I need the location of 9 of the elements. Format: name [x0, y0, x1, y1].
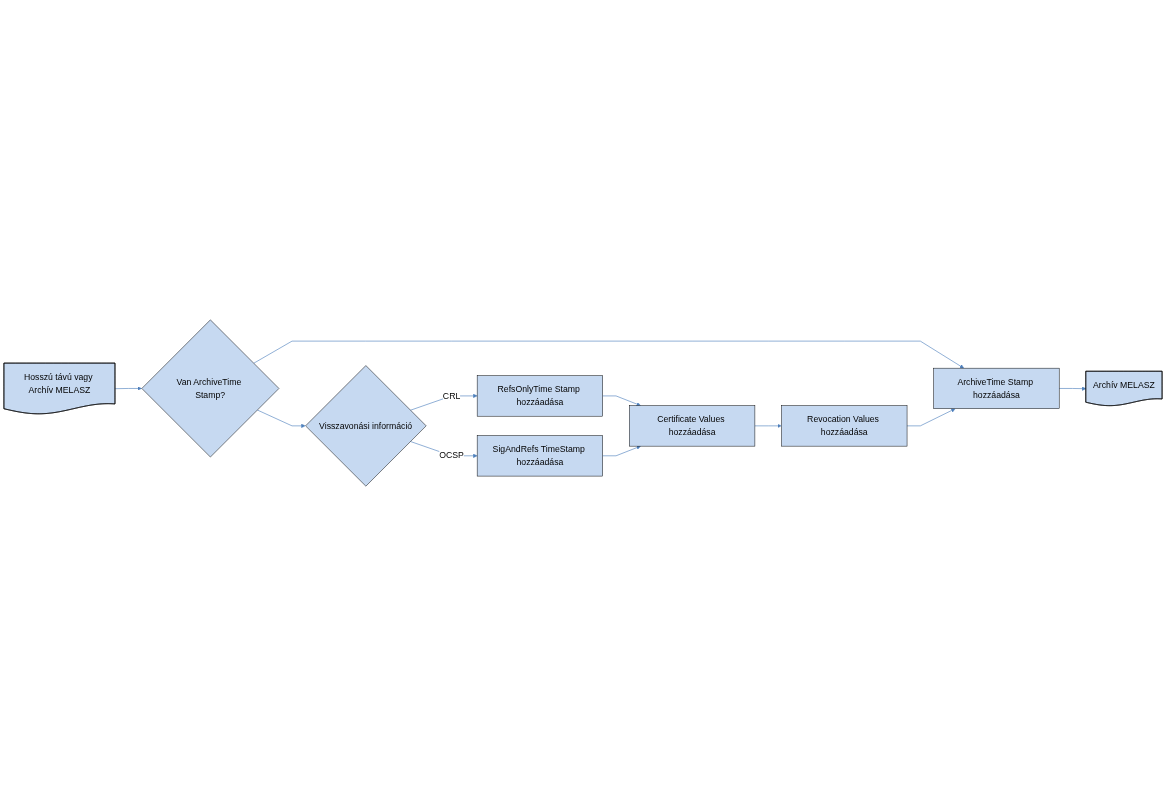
node-diamond: Van ArchiveTime Stamp? [141, 320, 280, 458]
node-box: Revocation Values hozzáadása [781, 405, 908, 447]
node-box: ArchiveTime Stamp hozzáadása [933, 368, 1060, 410]
node-box: RefsOnlyTime Stamp hozzáadása [476, 375, 603, 417]
edge-label: CRL [442, 391, 461, 401]
node-box: SigAndRefs TimeStamp hozzáadása [476, 435, 603, 477]
edge-label: OCSP [439, 451, 464, 461]
node-diamond: Visszavonási információ [305, 365, 427, 487]
node-box: Certificate Values hozzáadása [629, 405, 756, 447]
